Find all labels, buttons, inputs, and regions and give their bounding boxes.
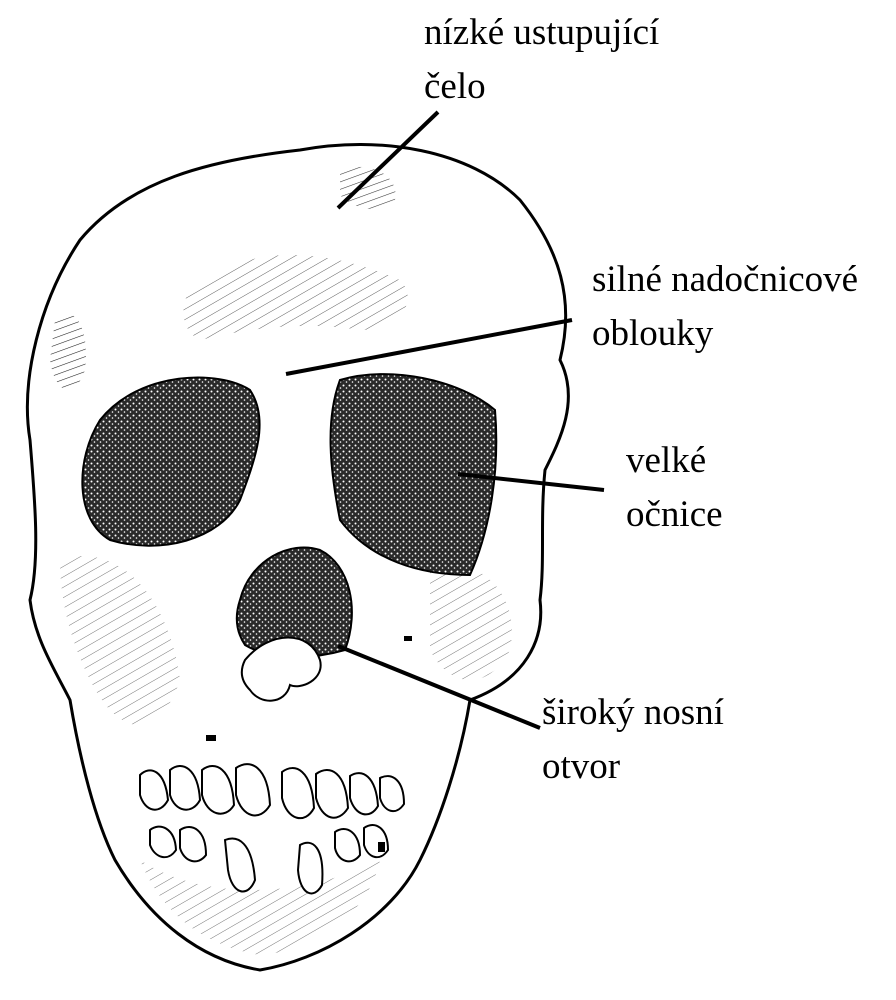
- skull-mark: [404, 636, 412, 641]
- temple-shading-left: [50, 314, 86, 390]
- label-nasal-aperture: široký nosní otvor: [542, 686, 724, 794]
- skull-mark: [378, 842, 385, 852]
- label-orbits: velké očnice: [626, 434, 723, 542]
- label-forehead-line-1: nízké ustupující: [424, 6, 659, 60]
- label-brow-ridges: silné nadočnicové oblouky: [592, 253, 858, 361]
- skull-mark: [206, 735, 216, 741]
- label-orbits-line-2: očnice: [626, 488, 723, 542]
- label-nasal-line-1: široký nosní: [542, 686, 724, 740]
- label-nasal-line-2: otvor: [542, 740, 724, 794]
- label-orbits-line-1: velké: [626, 434, 723, 488]
- label-forehead: nízké ustupující čelo: [424, 6, 659, 114]
- label-brow-line-1: silné nadočnicové: [592, 253, 858, 307]
- label-forehead-line-2: čelo: [424, 60, 659, 114]
- label-brow-line-2: oblouky: [592, 307, 858, 361]
